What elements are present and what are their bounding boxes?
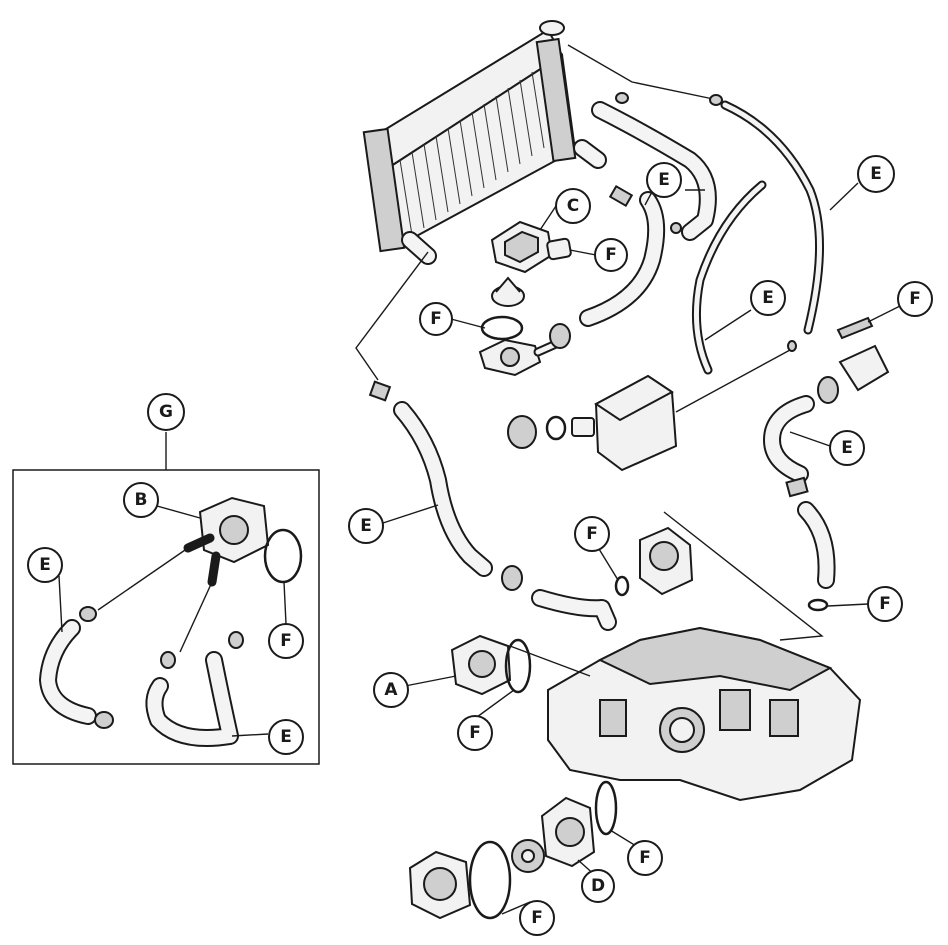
- callout-e-inset-right: E: [268, 719, 304, 755]
- water-pump-o-ring: [594, 780, 618, 836]
- callout-f-pump-o-ring: F: [627, 840, 663, 876]
- water-pump-cover: [639, 526, 694, 596]
- thermostat: [491, 276, 525, 307]
- svg-text:E: E: [841, 438, 853, 458]
- callout-f-pump-cover: F: [574, 516, 610, 552]
- svg-text:E: E: [280, 727, 292, 747]
- callout-e-top-center: E: [646, 162, 682, 198]
- callout-f-inset: F: [268, 623, 304, 659]
- svg-text:D: D: [591, 876, 605, 896]
- water-pipe: [785, 476, 836, 589]
- svg-text:E: E: [870, 164, 882, 184]
- svg-text:F: F: [605, 245, 617, 265]
- svg-text:E: E: [39, 555, 51, 575]
- svg-text:F: F: [280, 631, 292, 651]
- svg-text:F: F: [469, 723, 481, 743]
- water-pump-impeller: [511, 839, 545, 873]
- callout-f-top-right: F: [897, 281, 933, 317]
- thermostat-cover: [478, 338, 561, 377]
- svg-text:F: F: [531, 908, 543, 928]
- siphon-hose: [720, 100, 825, 335]
- svg-text:F: F: [639, 848, 651, 868]
- small-clamp: [608, 184, 634, 208]
- callout-e-right: E: [829, 430, 865, 466]
- water-pump-cover-lower: [540, 796, 596, 868]
- reservoir-tank-hose: [691, 180, 767, 375]
- svg-text:G: G: [159, 402, 173, 422]
- reservoir-tank: [594, 374, 678, 472]
- inset-oil-cooler: [183, 496, 270, 587]
- reservoir-cap-o-ring: [545, 415, 567, 441]
- callout-e-top-right: E: [857, 155, 895, 193]
- svg-text:E: E: [360, 516, 372, 536]
- inset-hose-left: [39, 619, 97, 725]
- water-pump-inlet-pipe: [531, 589, 617, 631]
- reservoir-tank-cap: [507, 415, 537, 449]
- svg-text:F: F: [909, 289, 921, 309]
- oil-cooler: [450, 634, 512, 696]
- svg-text:E: E: [658, 170, 670, 190]
- svg-text:C: C: [567, 196, 579, 216]
- inset-o-ring: [263, 528, 303, 584]
- thermostat-housing: [490, 220, 554, 274]
- thermostat-gasket: [546, 237, 572, 261]
- svg-text:F: F: [879, 594, 891, 614]
- water-pipe-fitting: [817, 316, 890, 404]
- thermostat-to-radiator-hose: [591, 101, 717, 241]
- callout-g: G: [147, 393, 185, 431]
- svg-text:E: E: [762, 288, 774, 308]
- svg-text:F: F: [430, 309, 442, 329]
- radiator: [362, 20, 607, 265]
- radiator-inlet-hose: [763, 395, 815, 483]
- radiator-filler-neck: [539, 20, 565, 36]
- callout-e-inset-left: E: [27, 547, 63, 583]
- callout-c: C: [555, 188, 591, 224]
- inset-hose-right: [145, 651, 239, 747]
- radiator-core-fins: [399, 71, 545, 236]
- svg-text:F: F: [586, 524, 598, 544]
- pump-cover-o-ring: [614, 575, 630, 597]
- callout-f-water-pipe: F: [867, 586, 903, 622]
- callout-f-thermostat-gasket: F: [594, 238, 628, 272]
- radiator-outlet-hose: [579, 191, 666, 327]
- callout-f-oil-cooler: F: [457, 715, 493, 751]
- radiator-lower-hose: [393, 401, 493, 577]
- callout-e-middle: E: [750, 280, 786, 316]
- water-pump-body: [408, 850, 472, 920]
- svg-text:B: B: [135, 490, 148, 510]
- water-pipe-o-ring: [807, 598, 829, 612]
- callout-b: B: [123, 482, 159, 518]
- oil-cooler-o-ring: [504, 638, 532, 694]
- callout-f-thermostat-o-ring: F: [419, 302, 453, 336]
- svg-text:A: A: [384, 680, 398, 700]
- impeller-o-ring: [468, 840, 512, 920]
- callout-a: A: [373, 672, 409, 708]
- thermostat-o-ring: [480, 315, 524, 341]
- callout-f-bottom: F: [519, 900, 555, 936]
- callout-d: D: [581, 869, 615, 903]
- hose-clamp: [549, 323, 571, 349]
- crankcase: [547, 626, 862, 802]
- callout-e-left-hose: E: [348, 508, 384, 544]
